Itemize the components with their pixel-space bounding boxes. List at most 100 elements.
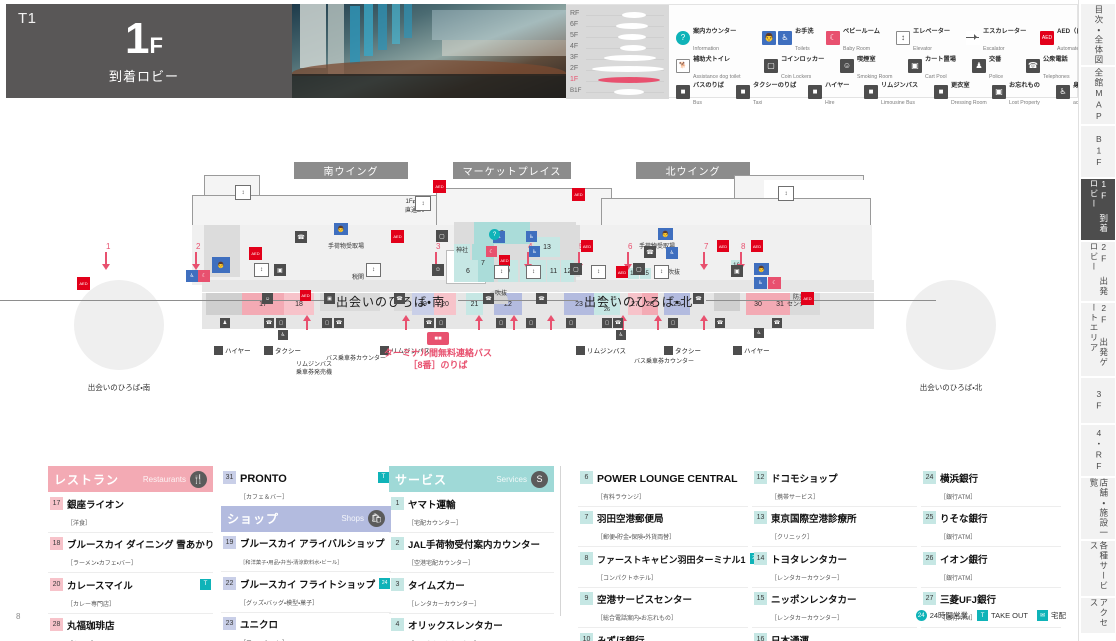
map-cell-25[interactable]: 25 bbox=[607, 293, 620, 304]
list-item[interactable]: 14 トヨタレンタカー［レンタカーカウンター］ bbox=[752, 547, 917, 588]
elevator-icon[interactable]: ↕ bbox=[494, 265, 509, 279]
map-cell-29[interactable]: 29 bbox=[664, 293, 690, 315]
tab-shops-facilities-list[interactable]: 店舗・施設一覧 bbox=[1081, 478, 1115, 540]
floor-row-6f[interactable]: 6F bbox=[570, 21, 666, 32]
floor-row-rf[interactable]: RF bbox=[570, 10, 666, 21]
coin-lockers-icon[interactable]: ▢ bbox=[436, 318, 446, 328]
list-item[interactable]: 15 ニッポンレンタカー［レンタカーカウンター］ bbox=[752, 588, 917, 629]
telephone-icon[interactable]: ☎ bbox=[424, 318, 434, 328]
map-cell-24[interactable]: 24 bbox=[594, 293, 607, 304]
list-item[interactable]: 18 ブルースカイ ダイニング 雪あかり［ラーメン・カフェ・バー］ bbox=[48, 533, 214, 574]
map-cell-30[interactable]: 30 bbox=[746, 293, 770, 315]
list-item[interactable]: 27 三菱UFJ銀行［銀行ATM］ bbox=[921, 588, 1061, 629]
elevator-icon[interactable]: ↕ bbox=[254, 263, 269, 277]
tab-2f-departure-lobby[interactable]: 2F 出発ロビー bbox=[1081, 242, 1115, 302]
list-item[interactable]: 23 ユニクロ［ファッション］ bbox=[221, 613, 391, 641]
list-item[interactable]: 19 ブルースカイ アライバルショップ［和洋菓子・用品・弁当・清涼飲料水・ビール… bbox=[221, 532, 391, 573]
tab-1f-arrival-lobby[interactable]: 1F 到着ロビー bbox=[1081, 179, 1115, 241]
map-cell-15[interactable]: 15 bbox=[640, 268, 651, 279]
list-item[interactable]: 16 日本通運［宅配カウンター］ bbox=[752, 628, 917, 641]
map-cell-11[interactable]: 11 bbox=[547, 260, 560, 282]
map-cell-31[interactable]: 31 bbox=[770, 293, 790, 315]
coin-lockers-icon[interactable]: ▢ bbox=[633, 263, 645, 275]
list-item[interactable]: 26 イオン銀行［銀行ATM］ bbox=[921, 547, 1061, 588]
coin-lockers-icon[interactable]: ▢ bbox=[526, 318, 536, 328]
information-icon[interactable]: ? bbox=[489, 229, 500, 240]
list-item[interactable]: 17 銀座ライオン［洋食］ bbox=[48, 492, 213, 533]
map-cell-20[interactable]: 20 bbox=[434, 293, 456, 315]
list-item[interactable]: 20 カレースマイル［カレー専門店］ T bbox=[48, 573, 213, 614]
list-item[interactable]: 24 横浜銀行［銀行ATM］ bbox=[921, 466, 1061, 507]
tab-various-services[interactable]: 各種サービス bbox=[1081, 541, 1115, 597]
accessible-toilet-icon[interactable]: ♿ bbox=[666, 247, 678, 259]
cart-pool-icon[interactable]: ▣ bbox=[274, 264, 286, 276]
list-item[interactable]: 25 りそな銀行［銀行ATM］ bbox=[921, 507, 1061, 548]
accessible-parking-icon[interactable]: ♿ bbox=[754, 328, 764, 338]
map-cell-21[interactable]: 21 bbox=[466, 293, 483, 315]
map-cell-23[interactable]: 23 bbox=[564, 293, 594, 315]
list-item[interactable]: 8 ファーストキャビン羽田ターミナル1［コンパクトホテル］ 24 bbox=[578, 547, 761, 588]
tab-4-rf[interactable]: 4・RF bbox=[1081, 425, 1115, 477]
floor-row-3f[interactable]: 3F bbox=[570, 54, 666, 65]
floor-row-5f[interactable]: 5F bbox=[570, 32, 666, 43]
elevator-icon[interactable]: ↕ bbox=[778, 186, 794, 201]
tab-2f-departure-gate-area[interactable]: 2F 出発ゲートエリア bbox=[1081, 303, 1115, 377]
floor-row-b1f[interactable]: B1F bbox=[570, 87, 666, 98]
elevator-icon[interactable]: ↕ bbox=[526, 265, 541, 279]
accessible-toilet-icon[interactable]: ♿ bbox=[529, 246, 540, 257]
telephone-icon[interactable]: ☎ bbox=[772, 318, 782, 328]
baby-room-icon[interactable]: ☾ bbox=[486, 246, 497, 257]
baby-room-icon[interactable]: ☾ bbox=[768, 277, 781, 289]
tab-access[interactable]: アクセス bbox=[1081, 598, 1115, 634]
telephone-icon[interactable]: ☎ bbox=[264, 318, 274, 328]
map-cell-17[interactable]: 17 bbox=[242, 293, 284, 315]
list-item[interactable]: 1 ヤマト運輸［宅配カウンター］ bbox=[389, 492, 554, 533]
coin-lockers-icon[interactable]: ▢ bbox=[436, 230, 448, 242]
list-item[interactable]: 3 タイムズカー［レンタカーカウンター］ bbox=[389, 573, 554, 614]
accessible-toilet-icon[interactable]: ♿ bbox=[754, 277, 767, 289]
map-cell-27[interactable]: 27 bbox=[628, 293, 642, 315]
tab-whole-building-map[interactable]: 全館MAP bbox=[1081, 67, 1115, 125]
coin-lockers-icon[interactable]: ▢ bbox=[322, 318, 332, 328]
elevator-icon[interactable]: ↕ bbox=[415, 196, 431, 211]
floor-row-4f[interactable]: 4F bbox=[570, 43, 666, 54]
accessible-toilet-icon[interactable]: ♿ bbox=[186, 270, 198, 282]
map-cell-6[interactable]: 6 bbox=[458, 260, 478, 282]
telephone-icon[interactable]: ☎ bbox=[394, 293, 405, 304]
coin-lockers-icon[interactable]: ▢ bbox=[602, 318, 612, 328]
smoking-room-icon[interactable]: ☺ bbox=[432, 264, 444, 276]
toilets-icon[interactable]: 👨 bbox=[212, 257, 230, 273]
telephone-icon[interactable]: ☎ bbox=[715, 318, 725, 328]
list-item[interactable]: 10 みずほ銀行［銀行］ bbox=[578, 628, 748, 641]
tab-b1f[interactable]: B1F bbox=[1081, 126, 1115, 178]
smoking-room-icon[interactable]: ☺ bbox=[262, 293, 273, 304]
telephone-icon[interactable]: ☎ bbox=[644, 246, 656, 258]
tab-3f[interactable]: 3F bbox=[1081, 378, 1115, 424]
coin-lockers-icon[interactable]: ▢ bbox=[276, 318, 286, 328]
cart-pool-icon[interactable]: ▣ bbox=[324, 293, 335, 304]
elevator-icon[interactable]: ↕ bbox=[654, 265, 669, 279]
telephone-icon[interactable]: ☎ bbox=[334, 318, 344, 328]
floor-map[interactable]: 南ウイング マーケットプレイス 北ウイング 8 7 6 9 10 11 12 1… bbox=[0, 100, 1072, 460]
toilets-icon[interactable]: 👨 bbox=[334, 223, 348, 235]
accessible-parking-icon[interactable]: ♿ bbox=[278, 330, 288, 340]
list-item[interactable]: 31 PRONTO［カフェ＆バー］ T bbox=[221, 466, 391, 506]
police-icon[interactable]: ♟ bbox=[220, 318, 230, 328]
list-item[interactable]: 2 JAL手荷物受付案内カウンター［空港宅配カウンター］ bbox=[389, 533, 554, 574]
list-item[interactable]: 7 羽田空港郵便局［郵便・貯金・保険・外貨両替］ bbox=[578, 507, 748, 548]
floor-tab-rail[interactable]: 目次・全体図 全館MAP B1F 1F 到着ロビー 2F 出発ロビー 2F 出発… bbox=[1078, 0, 1116, 641]
map-cell-28[interactable]: 28 bbox=[642, 293, 658, 315]
list-item[interactable]: 28 丸福珈琲店［カフェ］ bbox=[48, 614, 213, 641]
floor-stack[interactable]: RF 6F 5F 4F 3F 2F 1F bbox=[566, 5, 669, 99]
list-item[interactable]: 12 ドコモショップ［携帯サービス］ bbox=[752, 466, 917, 507]
map-cell-13[interactable]: 13 bbox=[534, 237, 560, 257]
elevator-icon[interactable]: ↕ bbox=[235, 185, 251, 200]
accessible-parking-icon[interactable]: ♿ bbox=[616, 330, 626, 340]
coin-lockers-icon[interactable]: ▢ bbox=[566, 318, 576, 328]
list-item[interactable]: 22 ブルースカイ フライトショップ［グッズ・バッグ・模型・菓子］ 24 bbox=[221, 572, 391, 613]
toilets-icon[interactable]: 👨 bbox=[658, 228, 673, 240]
toilets-icon[interactable]: 👨 bbox=[754, 263, 769, 275]
list-item[interactable]: 6 POWER LOUNGE CENTRAL［有料ラウンジ］ bbox=[578, 466, 748, 507]
telephone-icon[interactable]: ☎ bbox=[295, 231, 307, 243]
coin-lockers-icon[interactable]: ▢ bbox=[570, 263, 582, 275]
